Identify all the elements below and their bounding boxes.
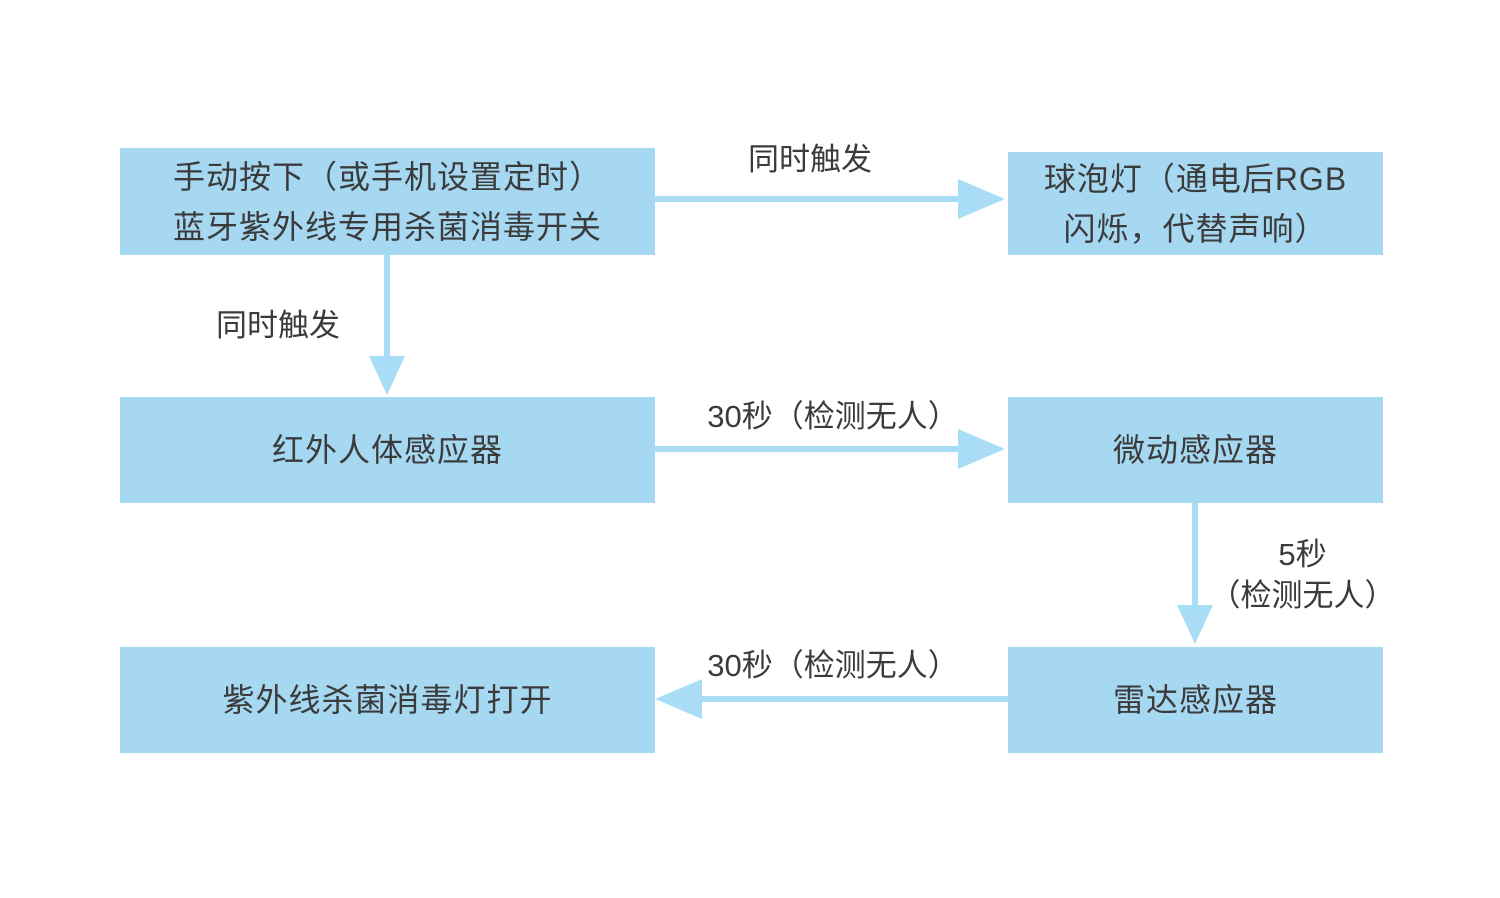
node-text-line: 手动按下（或手机设置定时）	[172, 158, 602, 195]
arrow-shaft	[700, 696, 1008, 702]
node-text-line: 闪烁，代替声响）	[1063, 210, 1328, 247]
arrow-shaft	[655, 196, 963, 202]
arrow-shaft	[1192, 503, 1198, 607]
arrow-shaft	[384, 254, 390, 358]
node-uv-lamp-on: 紫外线杀菌消毒灯打开	[120, 647, 655, 753]
node-text-line: 蓝牙紫外线专用杀菌消毒开关	[172, 208, 602, 245]
node-text-line: 紫外线杀菌消毒灯打开	[222, 682, 553, 718]
node-text-line: 红外人体感应器	[271, 432, 503, 468]
arrow-head-right-icon	[958, 179, 1005, 219]
node-text-line: 微动感应器	[1112, 432, 1278, 468]
arrow-head-right-icon	[958, 429, 1005, 469]
node-micro-motion-sensor: 微动感应器	[1008, 397, 1383, 503]
node-bluetooth-switch: 手动按下（或手机设置定时） 蓝牙紫外线专用杀菌消毒开关	[120, 148, 655, 255]
arrow-shaft	[655, 446, 963, 452]
node-bulb-light: 球泡灯（通电后RGB 闪烁，代替声响）	[1008, 152, 1383, 255]
arrow-head-down-icon	[1177, 605, 1213, 644]
edge-label: 30秒（检测无人）	[707, 648, 959, 683]
edge-label: 5秒 （检测无人）	[1200, 534, 1405, 616]
node-text-line: 雷达感应器	[1112, 682, 1278, 718]
edge-label: 同时触发	[216, 308, 340, 343]
edge-label: 30秒（检测无人）	[707, 399, 959, 434]
arrow-head-down-icon	[369, 356, 405, 395]
arrow-head-left-icon	[655, 679, 702, 719]
edge-label-line: （检测无人）	[1209, 578, 1396, 613]
edge-label: 同时触发	[748, 142, 872, 177]
edge-label-line: 5秒	[1278, 537, 1327, 572]
node-text-line: 球泡灯（通电后RGB	[1043, 160, 1348, 197]
node-infrared-sensor: 红外人体感应器	[120, 397, 655, 503]
node-radar-sensor: 雷达感应器	[1008, 647, 1383, 753]
